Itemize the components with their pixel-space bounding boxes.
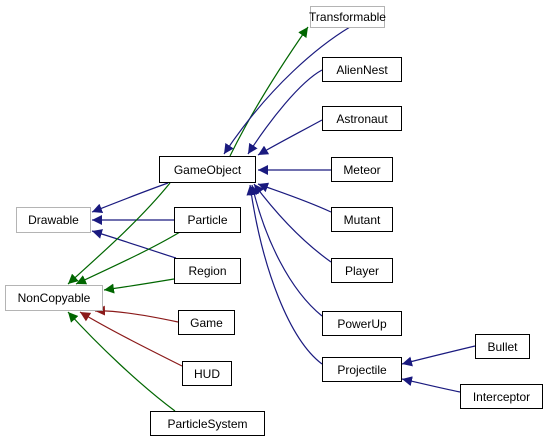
edge-particle-to-noncopyable — [75, 231, 181, 285]
edge-particlesystem-to-noncopyable — [67, 311, 176, 412]
edge-aliennest-to-gameobject — [247, 69, 323, 155]
edge-gameobject-to-noncopyable — [67, 182, 171, 285]
node-region[interactable]: Region — [174, 258, 241, 284]
edge-region-to-noncopyable — [103, 278, 175, 294]
node-noncopyable[interactable]: NonCopyable — [5, 285, 103, 311]
edge-mutant-to-gameobject — [257, 182, 332, 213]
node-astronaut[interactable]: Astronaut — [322, 106, 402, 131]
edge-transformable-to-gameobject — [223, 26, 351, 155]
edge-gameobject-to-transformable — [229, 26, 309, 157]
node-player[interactable]: Player — [331, 258, 393, 283]
node-particle[interactable]: Particle — [174, 207, 241, 233]
node-hud[interactable]: HUD — [182, 361, 232, 386]
node-powerup[interactable]: PowerUp — [322, 311, 402, 336]
edge-powerup-to-gameobject — [249, 184, 323, 317]
node-interceptor[interactable]: Interceptor — [460, 384, 543, 409]
edge-hud-to-noncopyable — [79, 311, 183, 367]
node-transformable[interactable]: Transformable — [309, 6, 386, 28]
edge-astronaut-to-gameobject — [257, 119, 323, 156]
edge-player-to-gameobject — [253, 183, 332, 263]
node-projectile[interactable]: Projectile — [322, 357, 402, 382]
edge-region-to-drawable — [91, 229, 177, 259]
node-meteor[interactable]: Meteor — [331, 157, 393, 182]
node-mutant[interactable]: Mutant — [331, 207, 393, 232]
node-particlesystem[interactable]: ParticleSystem — [150, 411, 265, 436]
node-gameobject[interactable]: GameObject — [159, 156, 256, 183]
node-drawable[interactable]: Drawable — [16, 207, 91, 233]
edge-game-to-noncopyable — [94, 305, 179, 323]
edge-projectile-to-gameobject — [246, 184, 323, 365]
edge-gameobject-to-drawable — [91, 182, 169, 214]
edge-bullet-to-projectile — [401, 345, 476, 367]
edge-interceptor-to-projectile — [401, 376, 461, 393]
node-game[interactable]: Game — [178, 310, 235, 335]
node-bullet[interactable]: Bullet — [475, 334, 530, 359]
node-aliennest[interactable]: AlienNest — [322, 57, 402, 82]
